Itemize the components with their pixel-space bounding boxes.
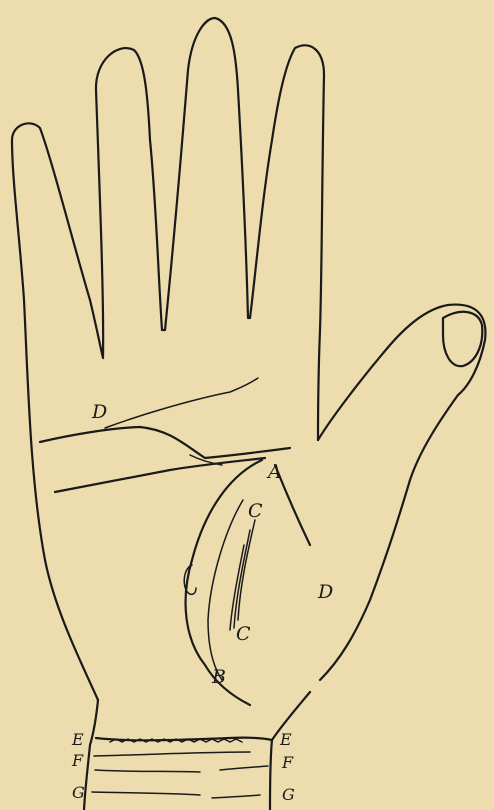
label-f-left: F [71, 751, 84, 770]
label-c-top: C [248, 500, 263, 522]
label-g-left: G [72, 783, 85, 802]
bracelet-e [96, 738, 272, 741]
label-b: B [211, 666, 226, 688]
thenar-inner-line [208, 500, 243, 680]
hand-outline [12, 18, 324, 700]
heart-line [40, 427, 290, 458]
label-e-left: E [71, 730, 84, 749]
label-a: A [266, 461, 282, 483]
bracelet-f-2 [95, 766, 268, 772]
fate-line-1 [238, 520, 255, 620]
thumb-outline [318, 305, 485, 680]
label-d-top: D [91, 401, 107, 423]
head-line [55, 458, 265, 492]
label-d-right: D [317, 581, 333, 603]
label-c-bottom: C [236, 623, 251, 645]
label-f-right: F [281, 753, 294, 772]
thumbnail [443, 312, 482, 366]
left-wrist-edge [84, 700, 98, 810]
bracelet-f [94, 752, 250, 756]
bracelet-g [92, 792, 260, 798]
label-g-right: G [282, 785, 295, 804]
label-e-right: E [279, 730, 292, 749]
heart-line-branch [105, 378, 258, 428]
